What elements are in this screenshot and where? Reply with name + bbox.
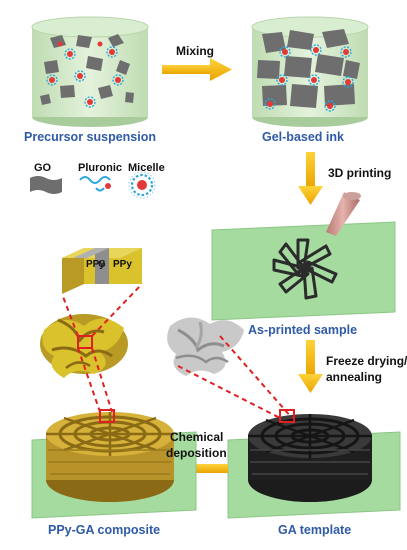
ppy-composite-caption: PPy-GA composite [48, 523, 161, 537]
freeze-drying-label-line1: Freeze drying/ [326, 354, 407, 368]
as-printed-caption: As-printed sample [248, 323, 358, 337]
layer-ppy-right-label: PPy [113, 259, 132, 270]
freeze-drying-arrow [298, 340, 323, 393]
layer-g-label: G [98, 259, 106, 270]
ga-template [227, 414, 401, 519]
pluronic-legend-label: Pluronic [78, 162, 123, 174]
chemical-label-line1: Chemical [170, 430, 224, 444]
chemical-label-line2: deposition [166, 446, 227, 460]
go-sheets-dense [257, 29, 360, 108]
precursor-beaker [31, 16, 149, 127]
micelle-legend-icon [128, 171, 156, 199]
freeze-drying-label-line2: annealing [326, 370, 383, 384]
ga-template-caption: GA template [278, 523, 352, 537]
go-legend-icon [30, 176, 62, 194]
layer-block [62, 248, 142, 294]
go-sheets-sparse [40, 34, 134, 105]
zoom-box-composite [99, 409, 115, 423]
ga-zoom-cluster [167, 317, 244, 376]
gel-ink-caption: Gel-based ink [262, 130, 344, 144]
ppy-zoom-cluster [40, 314, 128, 378]
printed-pattern [272, 238, 338, 300]
zoom-lines [61, 283, 293, 419]
printing-arrow [298, 152, 323, 205]
gel-ink-beaker [251, 16, 369, 127]
pluronic-legend-icon [79, 176, 111, 192]
micelles-dense [264, 44, 354, 112]
micelles-sparse [46, 41, 124, 108]
zoom-box-template [279, 409, 295, 423]
go-legend-label: GO [34, 162, 52, 174]
layer-ppy-left-label: PPy [86, 259, 105, 270]
printing-label: 3D printing [328, 166, 392, 180]
precursor-caption: Precursor suspension [24, 130, 156, 144]
ppy-ga-composite [31, 412, 197, 519]
mixing-label: Mixing [176, 44, 214, 58]
printed-sample [211, 192, 396, 321]
mixing-arrow [162, 58, 232, 81]
micelle-legend-label: Micelle [128, 162, 165, 174]
